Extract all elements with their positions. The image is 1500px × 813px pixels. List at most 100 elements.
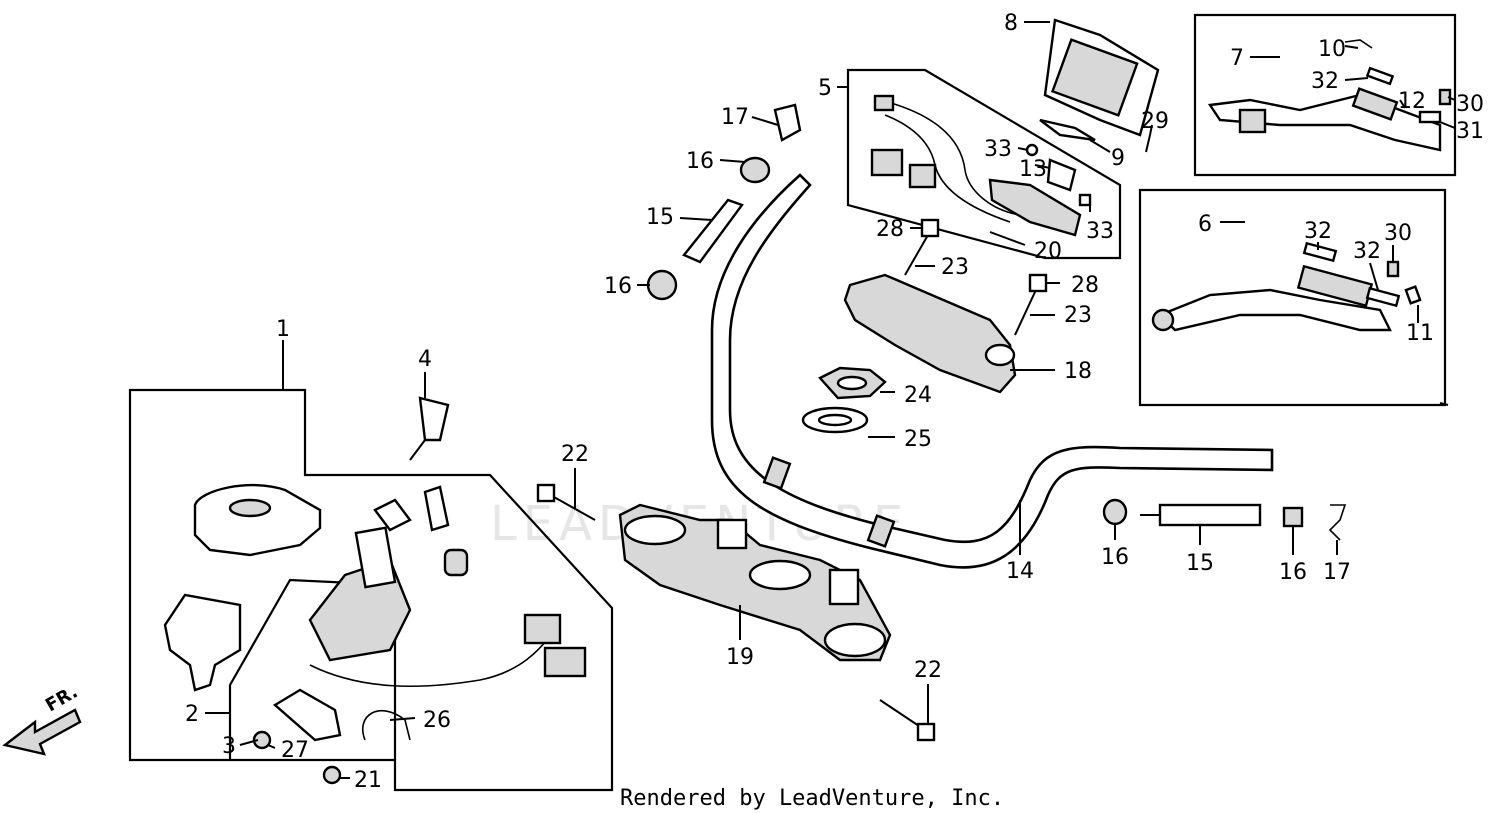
plate-32 bbox=[1365, 66, 1395, 86]
ignition-key-inserted bbox=[373, 498, 412, 532]
leader-29 bbox=[1149, 124, 1153, 136]
callout-28-right: 28 bbox=[1071, 273, 1099, 298]
handlebar-clamp-left bbox=[716, 518, 748, 550]
callout-28-left: 28 bbox=[876, 217, 904, 242]
screw-23-left bbox=[904, 234, 929, 276]
spring-10 bbox=[1344, 39, 1373, 49]
callout-30-right-group: 30 bbox=[1456, 92, 1484, 117]
leader-9 bbox=[1089, 139, 1111, 153]
callout-17-left: 17 bbox=[721, 105, 749, 130]
callout-18: 18 bbox=[1064, 359, 1092, 384]
callout-9: 9 bbox=[1111, 146, 1125, 171]
callout-32-left-b: 32 bbox=[1353, 239, 1381, 264]
bar-end-screw-right bbox=[1328, 504, 1347, 541]
callout-7: 7 bbox=[1230, 46, 1244, 71]
callout-33-upper: 33 bbox=[984, 137, 1012, 162]
ignition-subgroup-outline bbox=[228, 578, 397, 760]
switch-cover-panel bbox=[1050, 38, 1139, 117]
handlebar-clamp-right bbox=[828, 568, 860, 606]
wire-clamp-26 bbox=[362, 709, 411, 741]
callout-2: 2 bbox=[185, 702, 199, 727]
screw-30-left bbox=[1386, 260, 1400, 278]
connector-b bbox=[908, 163, 937, 189]
handlebar bbox=[710, 173, 1274, 569]
screw-27 bbox=[252, 730, 272, 750]
leader-20 bbox=[989, 231, 1026, 246]
callout-23-right: 23 bbox=[1064, 303, 1092, 328]
rubber-collar-left-top bbox=[739, 156, 771, 184]
leader-16a bbox=[719, 159, 746, 163]
callout-10: 10 bbox=[1318, 37, 1346, 62]
callout-14: 14 bbox=[1006, 559, 1034, 584]
leader-33a bbox=[1017, 147, 1029, 151]
callout-23-left: 23 bbox=[941, 255, 969, 280]
leader-32c bbox=[1369, 262, 1379, 291]
leader-31 bbox=[1439, 121, 1456, 129]
right-switch-group-outline bbox=[1193, 13, 1457, 177]
washer-hole bbox=[817, 413, 853, 427]
callout-5: 5 bbox=[818, 76, 832, 101]
callout-16-right-b: 16 bbox=[1279, 560, 1307, 585]
left-switch-assembly bbox=[1157, 288, 1392, 332]
callout-32-left-a: 32 bbox=[1304, 219, 1332, 244]
bar-end-screw-left bbox=[773, 103, 802, 142]
callout-22-lower: 22 bbox=[914, 658, 942, 683]
screw-21 bbox=[322, 765, 342, 785]
bar-end-weight-right bbox=[1158, 503, 1262, 527]
ignition-cover bbox=[193, 483, 322, 557]
ignition-bracket bbox=[163, 593, 242, 692]
callout-8: 8 bbox=[1004, 11, 1018, 36]
render-credit: Rendered by LeadVenture, Inc. bbox=[620, 786, 1004, 811]
ignition-connector-b bbox=[543, 646, 587, 678]
left-switch-connector bbox=[1151, 308, 1175, 332]
top-bridge-fork-hole-right bbox=[823, 622, 887, 658]
wire-harness-lower bbox=[884, 114, 1011, 223]
housing-screw-boss bbox=[984, 343, 1016, 367]
callout-32-right-group: 32 bbox=[1311, 69, 1339, 94]
bolt-22-upper-head bbox=[536, 483, 556, 503]
callout-24: 24 bbox=[904, 383, 932, 408]
callout-17-right: 17 bbox=[1323, 560, 1351, 585]
callout-13: 13 bbox=[1019, 157, 1047, 182]
leader-10 bbox=[1344, 45, 1359, 49]
screw-29 bbox=[1145, 134, 1151, 153]
handlebar-grip-band-right bbox=[866, 514, 896, 548]
front-direction-arrow bbox=[2, 708, 82, 756]
callout-29: 29 bbox=[1141, 109, 1169, 134]
callout-1: 1 bbox=[276, 317, 290, 342]
ignition-grommet bbox=[443, 548, 469, 577]
ignition-key-head bbox=[418, 396, 450, 442]
ignition-key-spare bbox=[423, 485, 450, 532]
ignition-clamp bbox=[272, 688, 342, 742]
screw-28-right bbox=[1028, 273, 1048, 293]
plate-31 bbox=[1418, 110, 1442, 124]
callout-3: 3 bbox=[222, 734, 236, 759]
switch-knob-13 bbox=[1046, 158, 1077, 192]
switch-unit bbox=[988, 178, 1082, 237]
leader-27 bbox=[267, 744, 276, 749]
switch-housing-group-outline bbox=[846, 68, 1122, 260]
connector-a bbox=[870, 148, 904, 177]
plate-32-left-a bbox=[1302, 241, 1338, 263]
ignition-cylinder bbox=[354, 526, 397, 589]
callout-33-lower: 33 bbox=[1086, 219, 1114, 244]
leader-30a bbox=[1447, 96, 1456, 101]
callout-26: 26 bbox=[423, 708, 451, 733]
ignition-key-blade bbox=[409, 439, 426, 461]
callout-30-left-group: 30 bbox=[1384, 221, 1412, 246]
ignition-switch-group-outline bbox=[128, 388, 614, 792]
leader-26 bbox=[389, 717, 416, 721]
screw-33b bbox=[1078, 193, 1092, 207]
leader-32a bbox=[1344, 77, 1369, 81]
ignition-connector-a bbox=[523, 613, 562, 645]
ignition-cover-cap bbox=[228, 498, 272, 518]
callout-16-right-a: 16 bbox=[1101, 545, 1129, 570]
wire-harness-upper bbox=[879, 99, 1021, 216]
callout-31: 31 bbox=[1456, 119, 1484, 144]
ignition-wire bbox=[309, 629, 556, 688]
callout-20: 20 bbox=[1034, 239, 1062, 264]
callout-16-left-bottom: 16 bbox=[604, 274, 632, 299]
callout-19: 19 bbox=[726, 645, 754, 670]
rubber-collar-right-a bbox=[1102, 498, 1128, 526]
